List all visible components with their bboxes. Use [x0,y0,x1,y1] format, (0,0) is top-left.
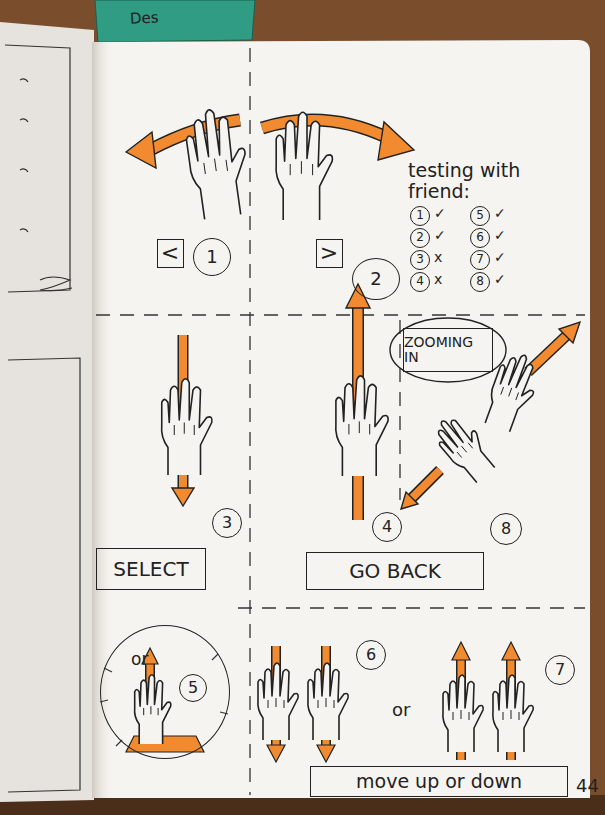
node-text: 3 [416,253,424,266]
callout-number: 6 [356,640,386,670]
test-result: x [434,272,442,287]
two-finger-down-gesture [258,646,348,762]
node-text: 2 [416,231,424,244]
or-note: or [392,700,410,720]
test-number: 6 [470,228,490,248]
test-number: 4 [410,272,430,292]
test-number: 8 [470,272,490,292]
dashed-divider [96,48,585,795]
swipe-left-gesture [126,106,253,221]
test-number: 5 [470,206,490,226]
tab-text: Des [130,9,159,27]
callout-number: 2 [352,258,400,300]
zoom-gesture [390,318,580,509]
page-gutter [92,42,114,798]
swipe-right-gesture [262,112,414,220]
node-text: < [161,241,179,265]
action-label-box: ZOOMING IN [403,328,493,372]
gesture-circle: or 5 [100,625,230,759]
node-text: 2 [370,269,381,289]
callout-number: 3 [212,508,242,538]
action-label-box: SELECT [96,548,206,590]
callout-number: 4 [372,512,402,542]
node-text: 1 [206,247,217,267]
test-result: x [434,250,442,265]
test-result: ✓ [494,250,506,265]
test-result: ✓ [494,228,506,243]
callout-number: 1 [193,238,231,276]
node-text: 3 [222,514,232,532]
swipe-up-gesture [336,284,388,520]
callout-number: 5 [179,674,207,702]
node-text: SELECT [113,558,188,580]
two-finger-up-gesture [443,642,533,760]
callout-number: 7 [545,655,575,685]
node-text: or [131,650,148,669]
test-number: 3 [410,250,430,270]
node-text: > [320,241,338,265]
nav-key-box: < [157,239,184,268]
node-text: 4 [416,275,424,288]
left-page-scribbles [5,45,80,792]
node-text: ZOOMING IN [404,335,492,366]
node-text: 6 [476,231,484,244]
test-result: ✓ [494,206,506,221]
note-heading: testing with friend: [408,160,558,202]
node-text: 7 [555,661,565,679]
node-text: 6 [366,646,376,664]
test-result: ✓ [494,272,506,287]
node-text: 7 [476,253,484,266]
swipe-down-gesture [162,335,212,506]
node-text: 1 [416,209,424,222]
left-page [0,22,94,802]
test-number: 1 [410,206,430,226]
action-label-box: move up or down [310,766,568,797]
green-tab [95,0,255,42]
test-result: ✓ [434,228,446,243]
push-gesture [100,648,228,752]
node-text: 8 [476,275,484,288]
node-text: move up or down [356,771,522,792]
page-number: 44 [576,776,599,796]
node-text: 5 [188,679,198,697]
nav-key-box: > [316,239,343,268]
test-number: 2 [410,228,430,248]
test-number: 7 [470,250,490,270]
action-label-box: GO BACK [306,552,484,590]
node-text: GO BACK [349,560,441,582]
node-text: 4 [382,518,392,536]
right-page [92,40,590,798]
callout-number: 8 [490,513,522,545]
node-text: 8 [501,520,511,538]
node-text: 5 [476,209,484,222]
test-result: ✓ [434,206,446,221]
